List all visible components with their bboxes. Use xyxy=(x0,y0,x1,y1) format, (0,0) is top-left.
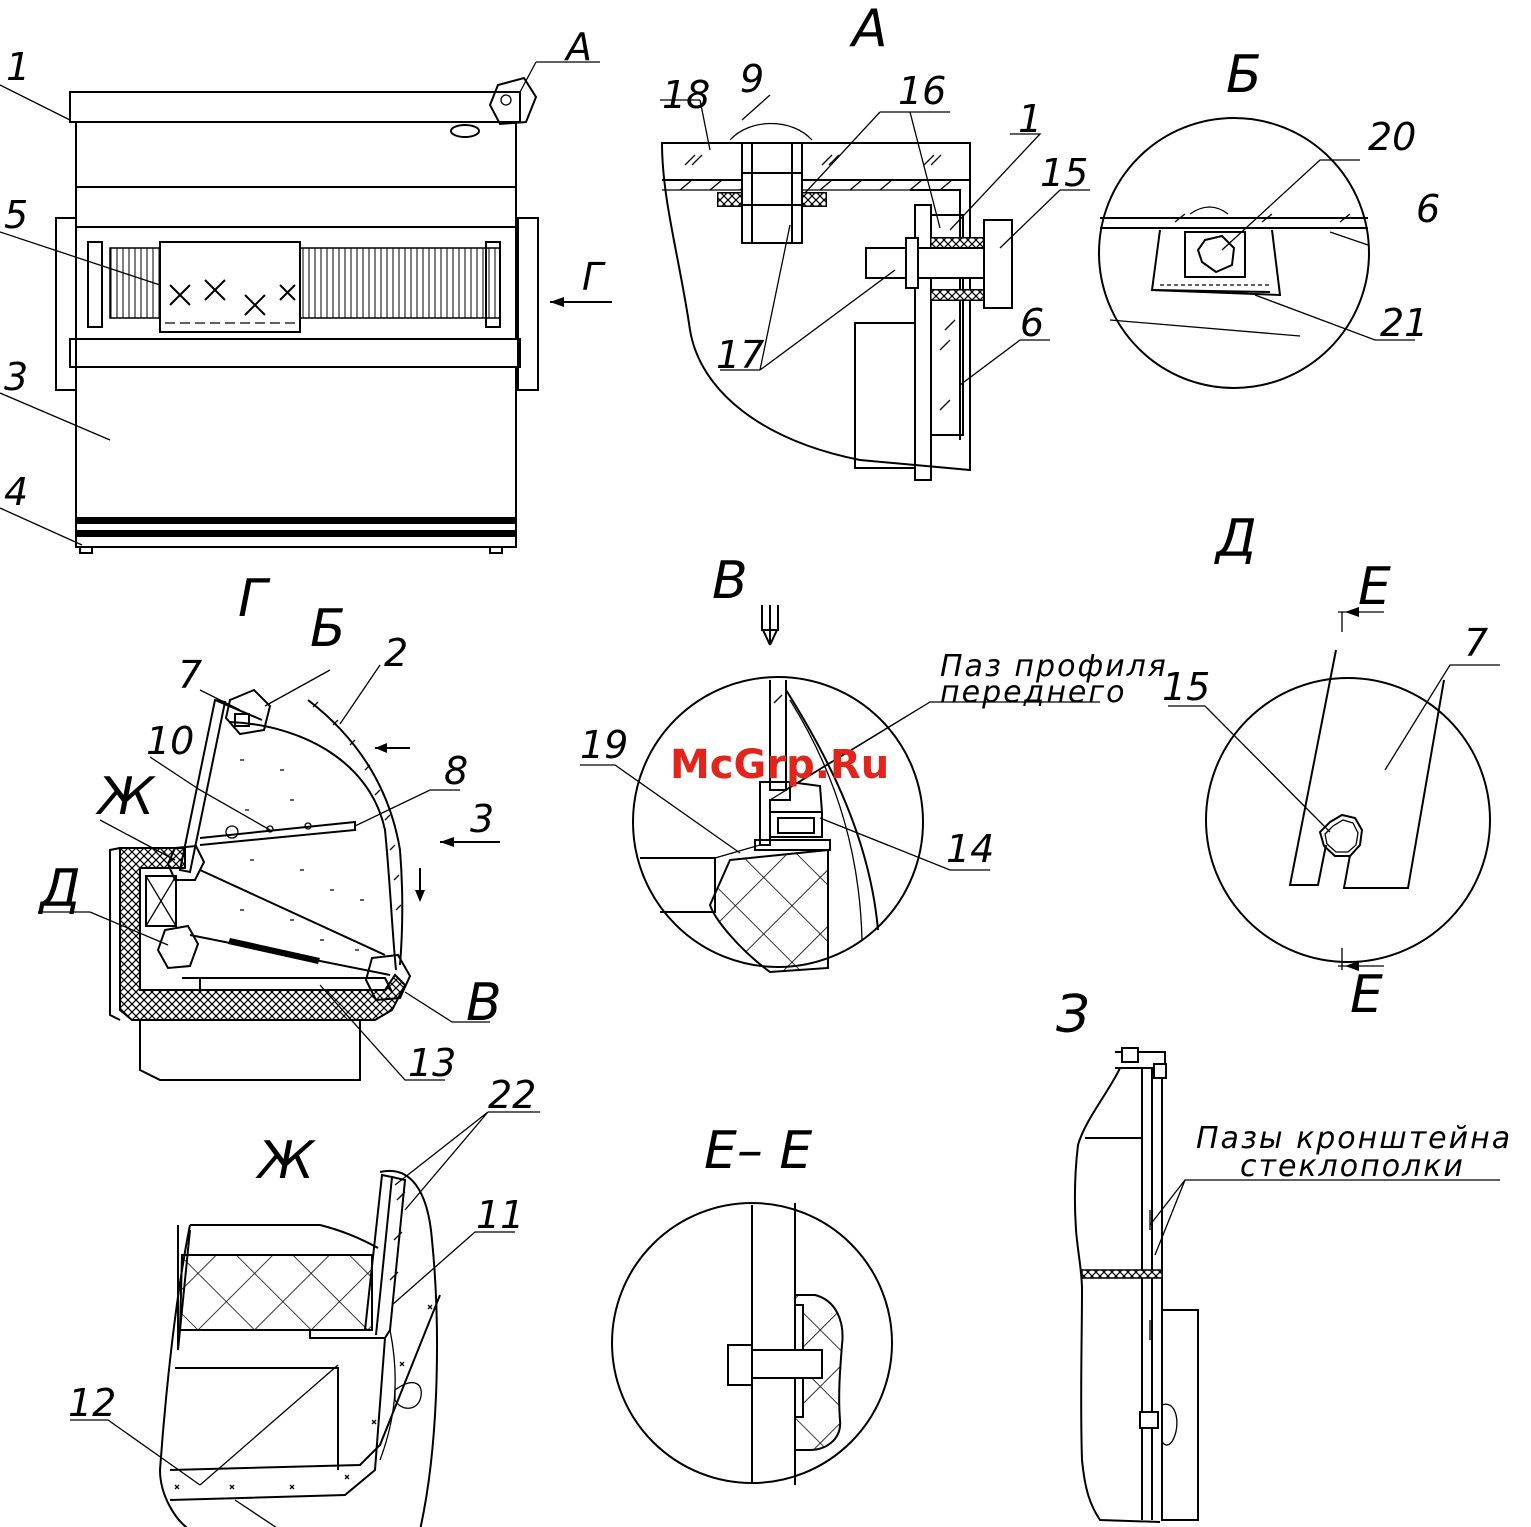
label-view-a: А xyxy=(849,0,888,59)
label-7-side: 7 xyxy=(178,653,202,697)
label-view-d-callout: Д xyxy=(38,859,81,919)
note-front-profile-groove-2: переднего xyxy=(940,675,1127,710)
label-21: 21 xyxy=(1380,301,1428,345)
label-5: 5 xyxy=(4,193,28,237)
label-3-side: 3 xyxy=(470,797,494,841)
label-view-g: Г xyxy=(238,569,271,629)
label-view-v: В xyxy=(712,551,748,611)
label-10: 10 xyxy=(146,719,194,763)
label-16: 16 xyxy=(898,69,946,113)
label-view-zh: Ж xyxy=(255,1131,316,1191)
label-11: 11 xyxy=(476,1193,524,1237)
label-view-d: Д xyxy=(1214,509,1257,569)
label-section-e-bottom: Е xyxy=(1350,965,1383,1025)
label-19: 19 xyxy=(580,723,628,767)
label-8: 8 xyxy=(444,749,468,793)
watermark: McGrp.Ru xyxy=(670,742,889,788)
section-e-e xyxy=(612,1203,892,1485)
label-6-detail-a: 6 xyxy=(1020,301,1044,345)
label-view-a-callout: А xyxy=(563,25,592,69)
label-view-v-callout: В xyxy=(466,973,502,1033)
label-view-g-arrow: Г xyxy=(582,255,606,299)
detail-a xyxy=(660,95,1090,480)
label-14: 14 xyxy=(946,827,994,871)
label-view-b: Б xyxy=(1226,45,1262,105)
side-view-g xyxy=(38,665,500,1080)
detail-z xyxy=(1075,1048,1500,1522)
label-view-zh-callout: Ж xyxy=(95,767,156,827)
label-17: 17 xyxy=(716,333,764,377)
detail-d xyxy=(1168,607,1500,971)
front-view xyxy=(0,62,612,553)
label-view-z: З xyxy=(1056,985,1089,1045)
label-6-detail-b: 6 xyxy=(1416,187,1440,231)
label-13: 13 xyxy=(408,1041,456,1085)
label-20: 20 xyxy=(1368,115,1416,159)
label-3-front: 3 xyxy=(4,355,28,399)
label-9: 9 xyxy=(740,57,764,101)
label-15-detail-a: 15 xyxy=(1040,151,1088,195)
label-1-detail-a: 1 xyxy=(1018,97,1042,141)
label-1-front: 1 xyxy=(6,45,30,89)
label-18: 18 xyxy=(662,73,710,117)
label-15-detail-d: 15 xyxy=(1162,665,1210,709)
label-4: 4 xyxy=(4,470,28,514)
label-2: 2 xyxy=(384,631,408,675)
note-shelf-bracket-grooves-2: стеклополки xyxy=(1240,1149,1465,1184)
label-7-detail-d: 7 xyxy=(1464,621,1488,665)
label-section-e-e: Е– Е xyxy=(704,1121,812,1181)
label-section-e-top: Е xyxy=(1358,557,1391,617)
label-12: 12 xyxy=(68,1381,116,1425)
label-view-b-callout: Б xyxy=(310,599,346,659)
label-22: 22 xyxy=(488,1073,536,1117)
